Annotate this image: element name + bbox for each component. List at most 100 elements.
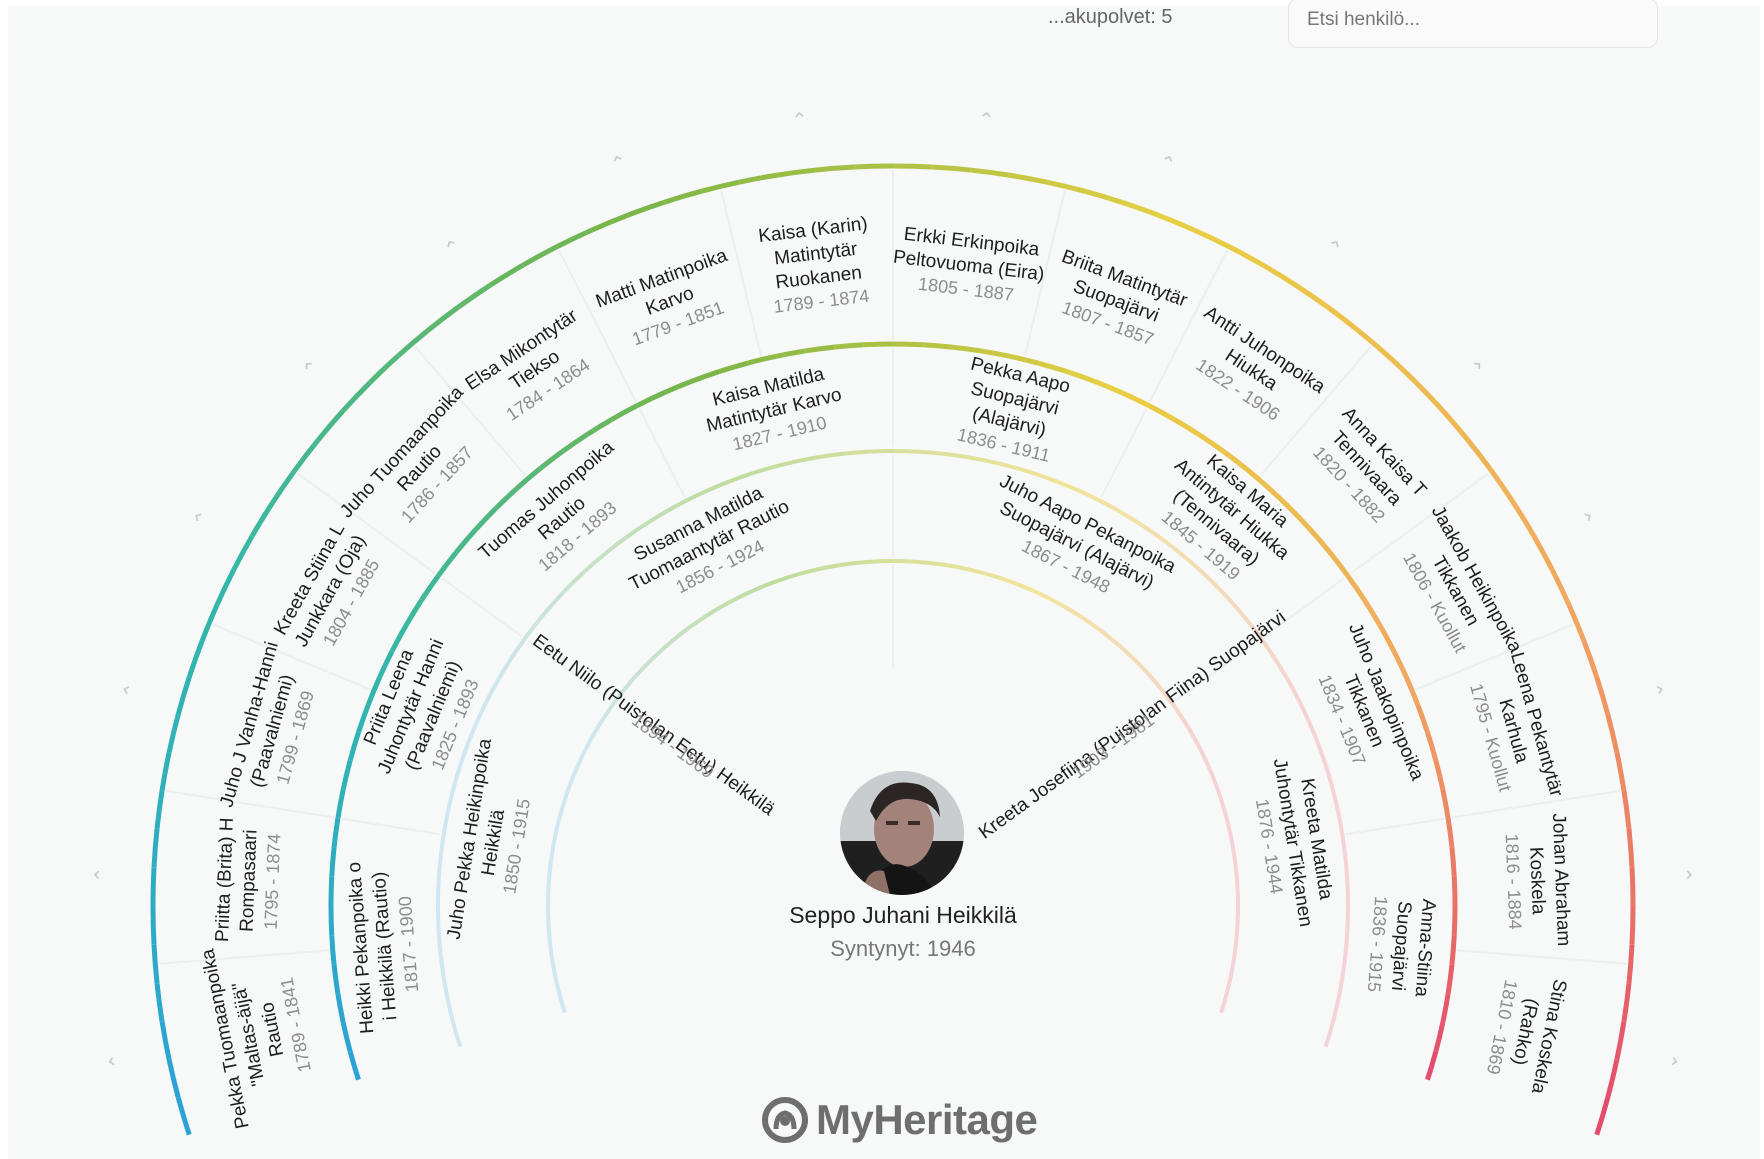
ring-arc-gen-3 xyxy=(515,467,541,491)
expand-chevron-icon[interactable]: ⌃ xyxy=(1460,356,1488,383)
ring-arc-gen-3 xyxy=(340,759,353,790)
expand-chevron-icon[interactable]: ⌃ xyxy=(189,507,216,532)
expand-chevron-icon[interactable]: ⌃ xyxy=(119,680,145,702)
ring-arc-gen-3 xyxy=(328,876,335,907)
ring-separator xyxy=(414,345,527,477)
ring-arc-gen-2 xyxy=(1306,720,1320,744)
ring-arc-gen-3 xyxy=(1440,788,1451,819)
expand-chevron-icon[interactable]: ⌃ xyxy=(441,235,467,263)
expand-chevron-icon[interactable]: ⌃ xyxy=(1641,680,1667,702)
ring-arc-gen-4 xyxy=(738,172,778,185)
ring-arc-gen-3 xyxy=(663,378,693,395)
ring-arc-gen-3 xyxy=(610,403,639,422)
ring-arc-gen-2 xyxy=(1285,677,1301,701)
ring-arc-gen-1 xyxy=(612,687,627,705)
expand-chevron-icon[interactable]: ⌃ xyxy=(1656,1050,1681,1071)
ancestor-dates: 1816 - 1884 xyxy=(1502,833,1526,930)
ring-arc-gen-3 xyxy=(1451,876,1458,907)
ancestor-card-gen1-2[interactable]: Kreeta Josefiina (Puistolan Fiina) Suopa… xyxy=(975,607,1290,844)
ring-arc-gen-1 xyxy=(647,648,664,664)
expand-chevron-icon[interactable]: ⌃ xyxy=(1569,507,1596,532)
ring-arc-gen-2 xyxy=(1159,536,1181,554)
ring-arc-gen-1 xyxy=(1015,582,1035,593)
ring-arc-gen-1 xyxy=(1219,994,1229,1014)
ring-arc-gen-4 xyxy=(154,789,165,829)
ring-arc-gen-3 xyxy=(329,935,337,966)
ring-arc-gen-1 xyxy=(583,732,596,751)
ring-arc-gen-2 xyxy=(569,566,590,586)
ring-arc-gen-2 xyxy=(436,858,443,883)
expand-chevron-icon[interactable]: ⌃ xyxy=(92,866,115,884)
ring-arc-gen-1 xyxy=(546,923,552,943)
expand-chevron-icon[interactable]: ⌃ xyxy=(1155,151,1178,177)
ring-arc-gen-1 xyxy=(1228,833,1236,853)
ancestor-name-line: Juho Tuomaanpoika xyxy=(336,382,468,522)
ring-arc-gen-4 xyxy=(1605,1059,1620,1099)
ancestor-card-gen3-1[interactable]: Heikki Pekanpoika oi Heikkilä (Rautio)18… xyxy=(344,861,422,1034)
ring-arc-gen-2 xyxy=(1340,834,1348,859)
expand-chevron-icon[interactable]: ⌃ xyxy=(105,1050,130,1071)
root-person-avatar[interactable] xyxy=(840,771,964,895)
ring-arc-gen-4 xyxy=(1594,676,1611,716)
ring-arc-gen-3 xyxy=(746,353,777,366)
expand-chevron-icon[interactable]: ⌃ xyxy=(1672,866,1695,884)
ancestor-card-gen4-16[interactable]: Stina Koskela(Rahko)1810 - 1869 xyxy=(1483,977,1570,1095)
ring-arc-gen-4 xyxy=(456,283,492,310)
root-person-name[interactable]: Seppo Juhani Heikkilä xyxy=(789,902,1017,928)
expand-chevron-icon[interactable]: ⌃ xyxy=(299,356,327,383)
ring-arc-gen-3 xyxy=(1445,964,1455,995)
ring-arc-gen-4 xyxy=(367,354,400,385)
ring-arc-gen-2 xyxy=(497,657,514,680)
expand-chevron-icon[interactable]: ⌃ xyxy=(976,109,995,133)
ring-arc-gen-2 xyxy=(1336,976,1345,1002)
generations-label: ...akupolvet: 5 xyxy=(1048,6,1173,28)
ring-arc-gen-2 xyxy=(509,637,527,660)
search-person-input[interactable] xyxy=(1307,9,1639,31)
ring-arc-gen-4 xyxy=(1441,409,1471,442)
search-person-box[interactable] xyxy=(1288,0,1658,48)
ring-arc-gen-1 xyxy=(964,566,983,575)
ring-arc-gen-2 xyxy=(624,522,647,540)
ring-arc-gen-2 xyxy=(963,454,989,463)
ring-arc-gen-4 xyxy=(1046,179,1086,194)
ancestor-dates: 1836 - 1915 xyxy=(1364,895,1391,992)
ancestor-card-gen4-3[interactable]: Juho J Vanha-Hanni(Paavalniemi)1799 - 18… xyxy=(216,640,318,810)
root-person-birth: Syntynyt: 1946 xyxy=(830,936,976,961)
ring-arc-gen-3 xyxy=(922,342,953,350)
expand-chevron-icon[interactable]: ⌃ xyxy=(790,109,809,133)
ring-arc-gen-1 xyxy=(1170,702,1185,720)
ancestor-card-gen4-1[interactable]: Pekka Tuomaanpoika"Maltas-äijä"Rautio178… xyxy=(197,947,315,1131)
ring-arc-gen-3 xyxy=(1120,390,1150,408)
expand-chevron-icon[interactable]: ⌃ xyxy=(1319,235,1345,263)
ring-arc-gen-2 xyxy=(485,677,501,701)
ring-arc-gen-1 xyxy=(1219,798,1229,818)
ring-arc-gen-4 xyxy=(1594,1096,1611,1136)
ring-arc-gen-3 xyxy=(419,574,441,602)
ring-arc-gen-2 xyxy=(1032,471,1057,484)
ring-arc-gen-4 xyxy=(1511,501,1537,538)
ring-arc-gen-2 xyxy=(1259,637,1277,660)
ring-arc-gen-4 xyxy=(292,438,320,473)
ring-arc-gen-3 xyxy=(1440,993,1451,1024)
expand-chevron-icon[interactable]: ⌃ xyxy=(608,151,631,177)
